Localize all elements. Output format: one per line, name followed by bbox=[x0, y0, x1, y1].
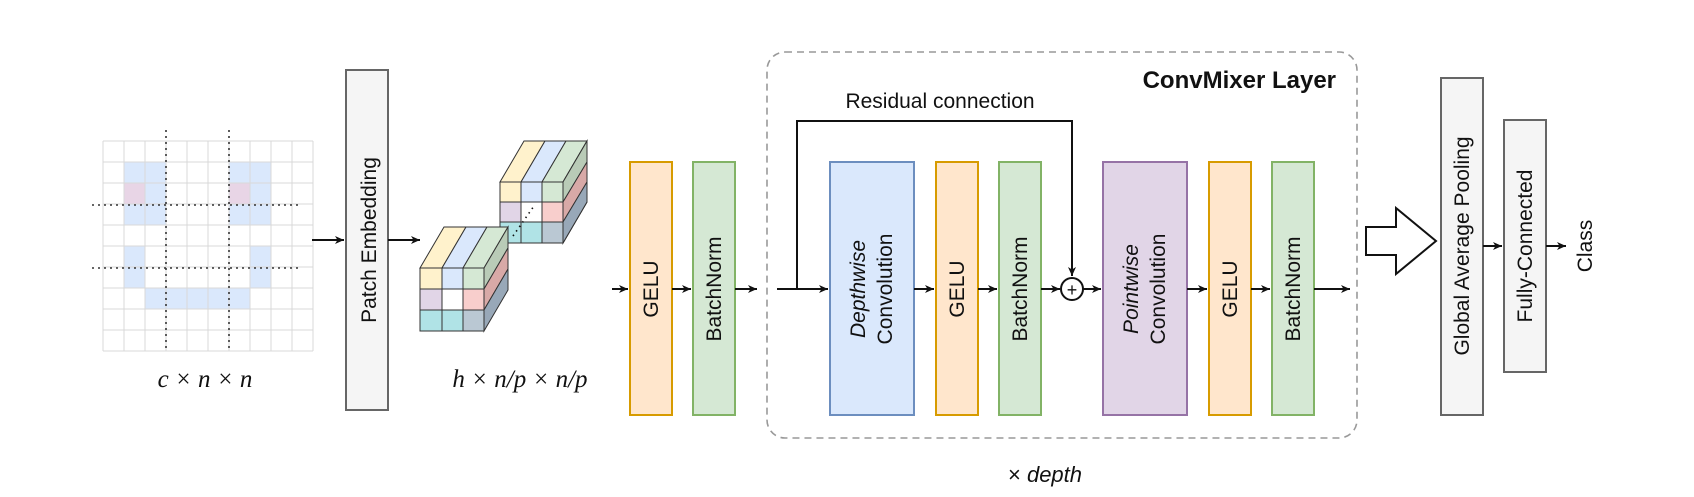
input-image-grid bbox=[92, 130, 314, 352]
grid-cell bbox=[250, 162, 271, 183]
depthwise-label: Depthwise bbox=[847, 240, 870, 338]
grid-cell bbox=[229, 183, 250, 204]
stem-batchnorm-box bbox=[692, 161, 736, 416]
global-average-pooling-box bbox=[1440, 77, 1484, 416]
grid-cell bbox=[250, 183, 271, 204]
pointwise-conv-box bbox=[1102, 161, 1188, 416]
grid-cell bbox=[250, 246, 271, 267]
grid-cell bbox=[208, 288, 229, 309]
grid-cell bbox=[187, 288, 208, 309]
tensor-block-front bbox=[419, 225, 509, 333]
grid-cell bbox=[124, 267, 145, 288]
tensor-block-back bbox=[499, 139, 588, 245]
pointwise-conv-label: Convolution bbox=[1147, 234, 1170, 345]
grid-cell bbox=[166, 288, 187, 309]
layer-batchnorm-1-label: BatchNorm bbox=[1009, 236, 1032, 341]
stem-gelu-label: GELU bbox=[640, 260, 663, 317]
embedded-tensor bbox=[419, 139, 588, 333]
depthwise-conv-label: Convolution bbox=[874, 234, 897, 345]
fully-connected-box bbox=[1503, 119, 1547, 373]
grid-cell bbox=[124, 183, 145, 204]
residual-connection-label: Residual connection bbox=[845, 90, 1034, 113]
grid-cell bbox=[145, 288, 166, 309]
depth-repeat-label: × depth bbox=[1008, 462, 1082, 487]
global-average-pooling-label: Global Average Pooling bbox=[1451, 136, 1474, 355]
grid-cell bbox=[229, 204, 250, 225]
add-symbol: + bbox=[1067, 280, 1078, 300]
layer-gelu-2-box bbox=[1208, 161, 1252, 416]
convmixer-layer-title: ConvMixer Layer bbox=[1143, 67, 1336, 94]
fully-connected-label: Fully-Connected bbox=[1514, 170, 1537, 323]
grid-cell bbox=[250, 204, 271, 225]
layer-gelu-2-label: GELU bbox=[1219, 260, 1242, 317]
patch-boundaries bbox=[92, 130, 302, 350]
input-shape-label: c × n × n bbox=[158, 366, 253, 393]
hollow-arrow-to-head bbox=[1365, 205, 1438, 277]
class-output-label: Class bbox=[1574, 220, 1597, 273]
grid-cell bbox=[124, 162, 145, 183]
grid-cell bbox=[250, 267, 271, 288]
grid-cell bbox=[145, 204, 166, 225]
tensor-dots bbox=[512, 205, 535, 237]
grid-cell bbox=[229, 162, 250, 183]
grid-cell bbox=[229, 288, 250, 309]
grid-cell bbox=[124, 204, 145, 225]
patch-embedding-box bbox=[345, 69, 389, 411]
repeat-symbol: × bbox=[1008, 462, 1021, 487]
residual-connection-line bbox=[777, 120, 1076, 290]
stem-gelu-box bbox=[629, 161, 673, 416]
stem-batchnorm-label: BatchNorm bbox=[703, 236, 726, 341]
repeat-word: depth bbox=[1027, 462, 1082, 487]
layer-batchnorm-2-label: BatchNorm bbox=[1282, 236, 1305, 341]
grid-cell bbox=[145, 162, 166, 183]
depthwise-conv-box bbox=[829, 161, 915, 416]
layer-gelu-1-label: GELU bbox=[946, 260, 969, 317]
grid-cell bbox=[145, 183, 166, 204]
tensor-shape-label: h × n/p × n/p bbox=[452, 366, 587, 393]
pointwise-label: Pointwise bbox=[1120, 244, 1143, 334]
patch-embedding-label: Patch Embedding bbox=[358, 157, 381, 323]
grid-cell bbox=[124, 246, 145, 267]
convmixer-layer-container bbox=[766, 51, 1358, 439]
